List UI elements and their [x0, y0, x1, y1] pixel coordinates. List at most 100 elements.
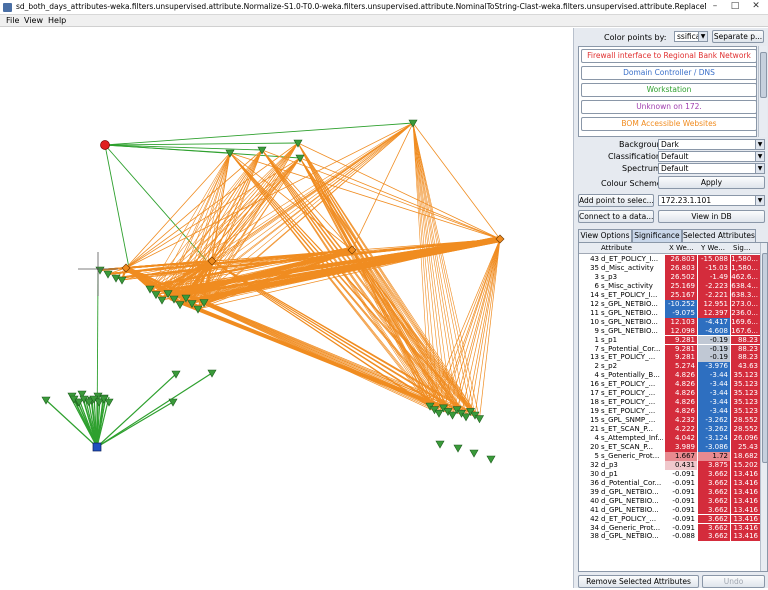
- workstation-node[interactable]: [469, 449, 479, 458]
- network-graph[interactable]: [0, 28, 572, 588]
- workstation-node[interactable]: [151, 291, 161, 300]
- workstation-node[interactable]: [295, 154, 305, 163]
- table-scrollbar[interactable]: [760, 243, 767, 571]
- legend-item[interactable]: Workstation: [581, 83, 757, 97]
- color-points-select[interactable]: ssification▼: [674, 31, 708, 42]
- scroll-thumb[interactable]: [760, 52, 767, 98]
- firewall-node[interactable]: [100, 140, 110, 150]
- add-point-button[interactable]: Add point to selec...: [578, 194, 654, 207]
- menu-file[interactable]: File: [6, 16, 20, 25]
- undo-button[interactable]: Undo: [702, 575, 765, 588]
- remove-selected-attributes-button[interactable]: Remove Selected Attributes: [578, 575, 699, 588]
- legend-scrollbar[interactable]: [758, 46, 767, 137]
- tab-selected-attributes[interactable]: Selected Attributes: [682, 229, 756, 242]
- workstation-node[interactable]: [453, 444, 463, 453]
- workstation-node[interactable]: [84, 398, 94, 407]
- workstation-node[interactable]: [104, 398, 114, 407]
- workstation-node[interactable]: [461, 413, 471, 422]
- workstation-node[interactable]: [77, 390, 87, 399]
- workstation-node[interactable]: [145, 285, 155, 294]
- menu-help[interactable]: Help: [48, 16, 67, 25]
- workstation-node[interactable]: [175, 301, 185, 310]
- workstation-node[interactable]: [157, 296, 167, 305]
- workstation-node[interactable]: [435, 440, 445, 449]
- workstation-node[interactable]: [117, 276, 127, 285]
- workstation-node[interactable]: [486, 455, 496, 464]
- legend-item[interactable]: Domain Controller / DNS: [581, 66, 757, 80]
- workstation-node[interactable]: [41, 396, 51, 405]
- workstation-node[interactable]: [169, 295, 179, 304]
- workstation-node[interactable]: [181, 294, 191, 303]
- workstation-node[interactable]: [257, 146, 267, 155]
- header-attribute[interactable]: Attribute: [601, 244, 632, 252]
- legend-item[interactable]: BOM Accessible Websites: [581, 117, 757, 131]
- website-node[interactable]: [347, 245, 357, 255]
- connect-database-button[interactable]: Connect to a data...: [578, 210, 654, 223]
- workstation-node[interactable]: [74, 398, 84, 407]
- maximize-button[interactable]: □: [730, 1, 740, 11]
- separate-button[interactable]: Separate p...: [712, 30, 764, 43]
- workstation-node[interactable]: [434, 409, 444, 418]
- workstation-node[interactable]: [207, 369, 217, 378]
- header-significance[interactable]: Sig...: [733, 244, 751, 252]
- workstation-node[interactable]: [193, 305, 203, 314]
- legend-item[interactable]: Firewall interface to Regional Bank Netw…: [581, 49, 757, 63]
- header-y-weight[interactable]: Y We...: [701, 244, 725, 252]
- workstation-node[interactable]: [103, 270, 113, 279]
- scroll-thumb[interactable]: [762, 253, 767, 463]
- workstation-node[interactable]: [447, 411, 458, 420]
- workstation-node[interactable]: [408, 119, 418, 128]
- view-in-db-button[interactable]: View in DB: [658, 210, 765, 223]
- classification-select[interactable]: Default▼: [658, 151, 765, 162]
- workstation-node[interactable]: [163, 290, 173, 299]
- background-select[interactable]: Dark▼: [658, 139, 765, 150]
- header-x-weight[interactable]: X We...: [669, 244, 694, 252]
- apply-button[interactable]: Apply: [658, 176, 765, 189]
- website-node[interactable]: [495, 234, 505, 244]
- legend-item[interactable]: Unknown on 172.: [581, 100, 757, 114]
- website-node[interactable]: [207, 256, 217, 266]
- workstation-node[interactable]: [168, 398, 178, 407]
- menu-view[interactable]: View: [24, 16, 43, 25]
- workstation-node[interactable]: [94, 398, 104, 407]
- graph-canvas[interactable]: [0, 28, 572, 588]
- workstation-node[interactable]: [474, 415, 485, 424]
- domain-controller-node[interactable]: [92, 442, 102, 452]
- website-node[interactable]: [121, 263, 131, 273]
- close-button[interactable]: ✕: [752, 1, 760, 11]
- spectrum-select[interactable]: Default▼: [658, 163, 765, 174]
- workstation-node[interactable]: [187, 300, 197, 309]
